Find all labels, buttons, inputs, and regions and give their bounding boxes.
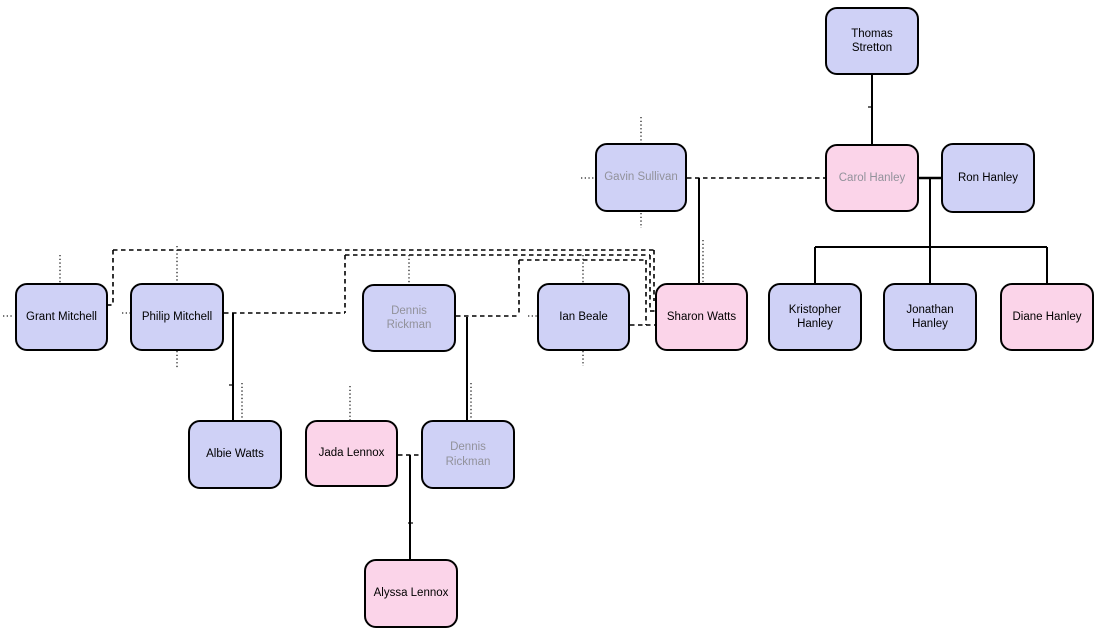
person-box-sharon-watts[interactable]: Sharon Watts [655, 283, 748, 351]
person-name: Kristopher [788, 303, 842, 316]
person-name: Thomas [851, 27, 893, 40]
person-box-ian-beale[interactable]: Ian Beale [537, 283, 630, 351]
person-name: Dennis [391, 304, 427, 317]
person-name: Rickman [386, 319, 432, 331]
person-name: Hanley [797, 318, 833, 330]
person-box-philip-mitchell[interactable]: Philip Mitchell [130, 283, 224, 351]
person-box-carol-hanley[interactable]: Carol Hanley [825, 144, 919, 212]
person-name: Grant Mitchell [26, 310, 97, 323]
person-box-albie-watts[interactable]: Albie Watts [188, 420, 282, 489]
person-name: Carol Hanley [838, 171, 906, 184]
person-name: Stretton [851, 42, 893, 54]
person-box-gavin-sullivan[interactable]: Gavin Sullivan [595, 143, 687, 212]
person-name: Alyssa Lennox [373, 587, 449, 600]
person-name: Dennis [450, 441, 486, 454]
person-name: Hanley [912, 318, 948, 330]
person-box-alyssa-lennox[interactable]: Alyssa Lennox [364, 559, 458, 628]
person-name: Albie Watts [206, 448, 264, 461]
person-box-grant-mitchell[interactable]: Grant Mitchell [15, 283, 108, 351]
person-box-ron-hanley[interactable]: Ron Hanley [941, 143, 1035, 213]
person-name: Jada Lennox [318, 447, 385, 460]
person-box-jada-lennox[interactable]: Jada Lennox [305, 420, 398, 487]
person-box-diane-hanley[interactable]: Diane Hanley [1000, 283, 1094, 351]
person-name: Jonathan [906, 303, 954, 316]
person-name: Sharon Watts [666, 310, 737, 323]
person-name: Gavin Sullivan [604, 171, 678, 184]
person-name: Ian Beale [559, 310, 608, 323]
person-name: Philip Mitchell [141, 310, 213, 323]
person-name: Diane Hanley [1012, 310, 1082, 323]
person-name: Ron Hanley [957, 171, 1019, 184]
person-name: Rickman [445, 455, 491, 468]
